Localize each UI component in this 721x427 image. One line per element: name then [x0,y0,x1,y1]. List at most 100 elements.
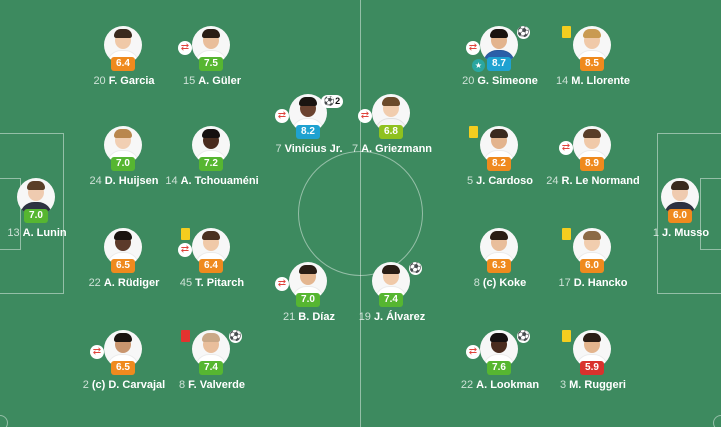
goal-ball-icon: ⚽ [517,330,530,343]
player-name: D. Hancko [573,277,628,289]
player-rating: 6.8 [379,125,403,139]
shirt-number: 7 [351,143,359,155]
player-rating: 6.3 [487,259,511,273]
shirt-number: 22 [88,277,101,289]
substitution-icon: ⇄ [559,141,573,155]
player-rating: 8.2 [487,157,511,171]
shirt-number: 15 [182,75,196,87]
player-name: J. Álvarez [373,311,426,323]
shirt-number: 14 [165,175,178,187]
substitution-icon: ⇄ [178,243,192,257]
goal-ball-icon: ⚽ [517,26,530,39]
player-name: A. Lunin [22,227,67,239]
player-name: Koke [499,277,527,289]
shirt-number: 21 [283,311,296,323]
player-name-label: 2(c)D. Carvajal [64,379,184,391]
player-rating: 7.0 [24,209,48,223]
shirt-number: 13 [7,227,20,239]
right-goal-area [700,178,721,250]
player-rating: 6.5 [111,361,135,375]
substitution-icon: ⇄ [275,277,289,291]
player-rating: 7.6 [487,361,511,375]
player-rating: 6.5 [111,259,135,273]
substitution-icon: ⇄ [358,109,372,123]
player-name: F. Valverde [188,379,245,391]
player-name: G. Simeone [477,75,538,87]
player-photo [573,126,611,164]
player-name: R. Le Normand [561,175,640,187]
player-name: Vinícius Jr. [284,143,343,155]
yellow-card-icon [562,26,571,38]
player-name: A. Griezmann [361,143,433,155]
player-rating: 8.5 [580,57,604,71]
player-rating: 8.9 [580,157,604,171]
player-rating: 6.4 [199,259,223,273]
yellow-card-icon [562,330,571,342]
yellow-card-icon [562,228,571,240]
player-rating: 7.2 [199,157,223,171]
player-card[interactable]: 6.5 ⇄ 2(c)D. Carvajal [64,330,184,410]
player-name: A. Güler [198,75,242,87]
player-rating: 6.0 [580,259,604,273]
two-goals-icon: ⚽2 [321,95,343,108]
player-rating: 6.0 [668,209,692,223]
shirt-number: 20 [93,75,106,87]
shirt-number: 5 [467,175,474,187]
shirt-number: 24 [89,175,102,187]
player-name: A. Lookman [476,379,540,391]
player-rating: 8.2 [296,125,320,139]
player-of-match-icon: ★ [472,59,485,72]
red-card-icon [181,330,190,342]
goal-ball-icon: ⚽ [229,330,242,343]
shirt-number: 1 [652,227,660,239]
shirt-number: 24 [546,175,559,187]
player-rating: 7.4 [379,293,403,307]
substitution-icon: ⇄ [90,345,104,359]
player-name: J. Musso [662,227,710,239]
shirt-number: 7 [275,143,282,155]
shirt-number: 20 [462,75,475,87]
player-name: M. Llorente [571,75,630,87]
substitution-icon: ⇄ [466,41,480,55]
shirt-number: 3 [560,379,567,391]
player-name: D. Carvajal [108,379,166,391]
captain-marker: (c) [91,379,106,391]
shirt-number: 45 [179,277,193,289]
player-name: F. Garcia [108,75,155,87]
